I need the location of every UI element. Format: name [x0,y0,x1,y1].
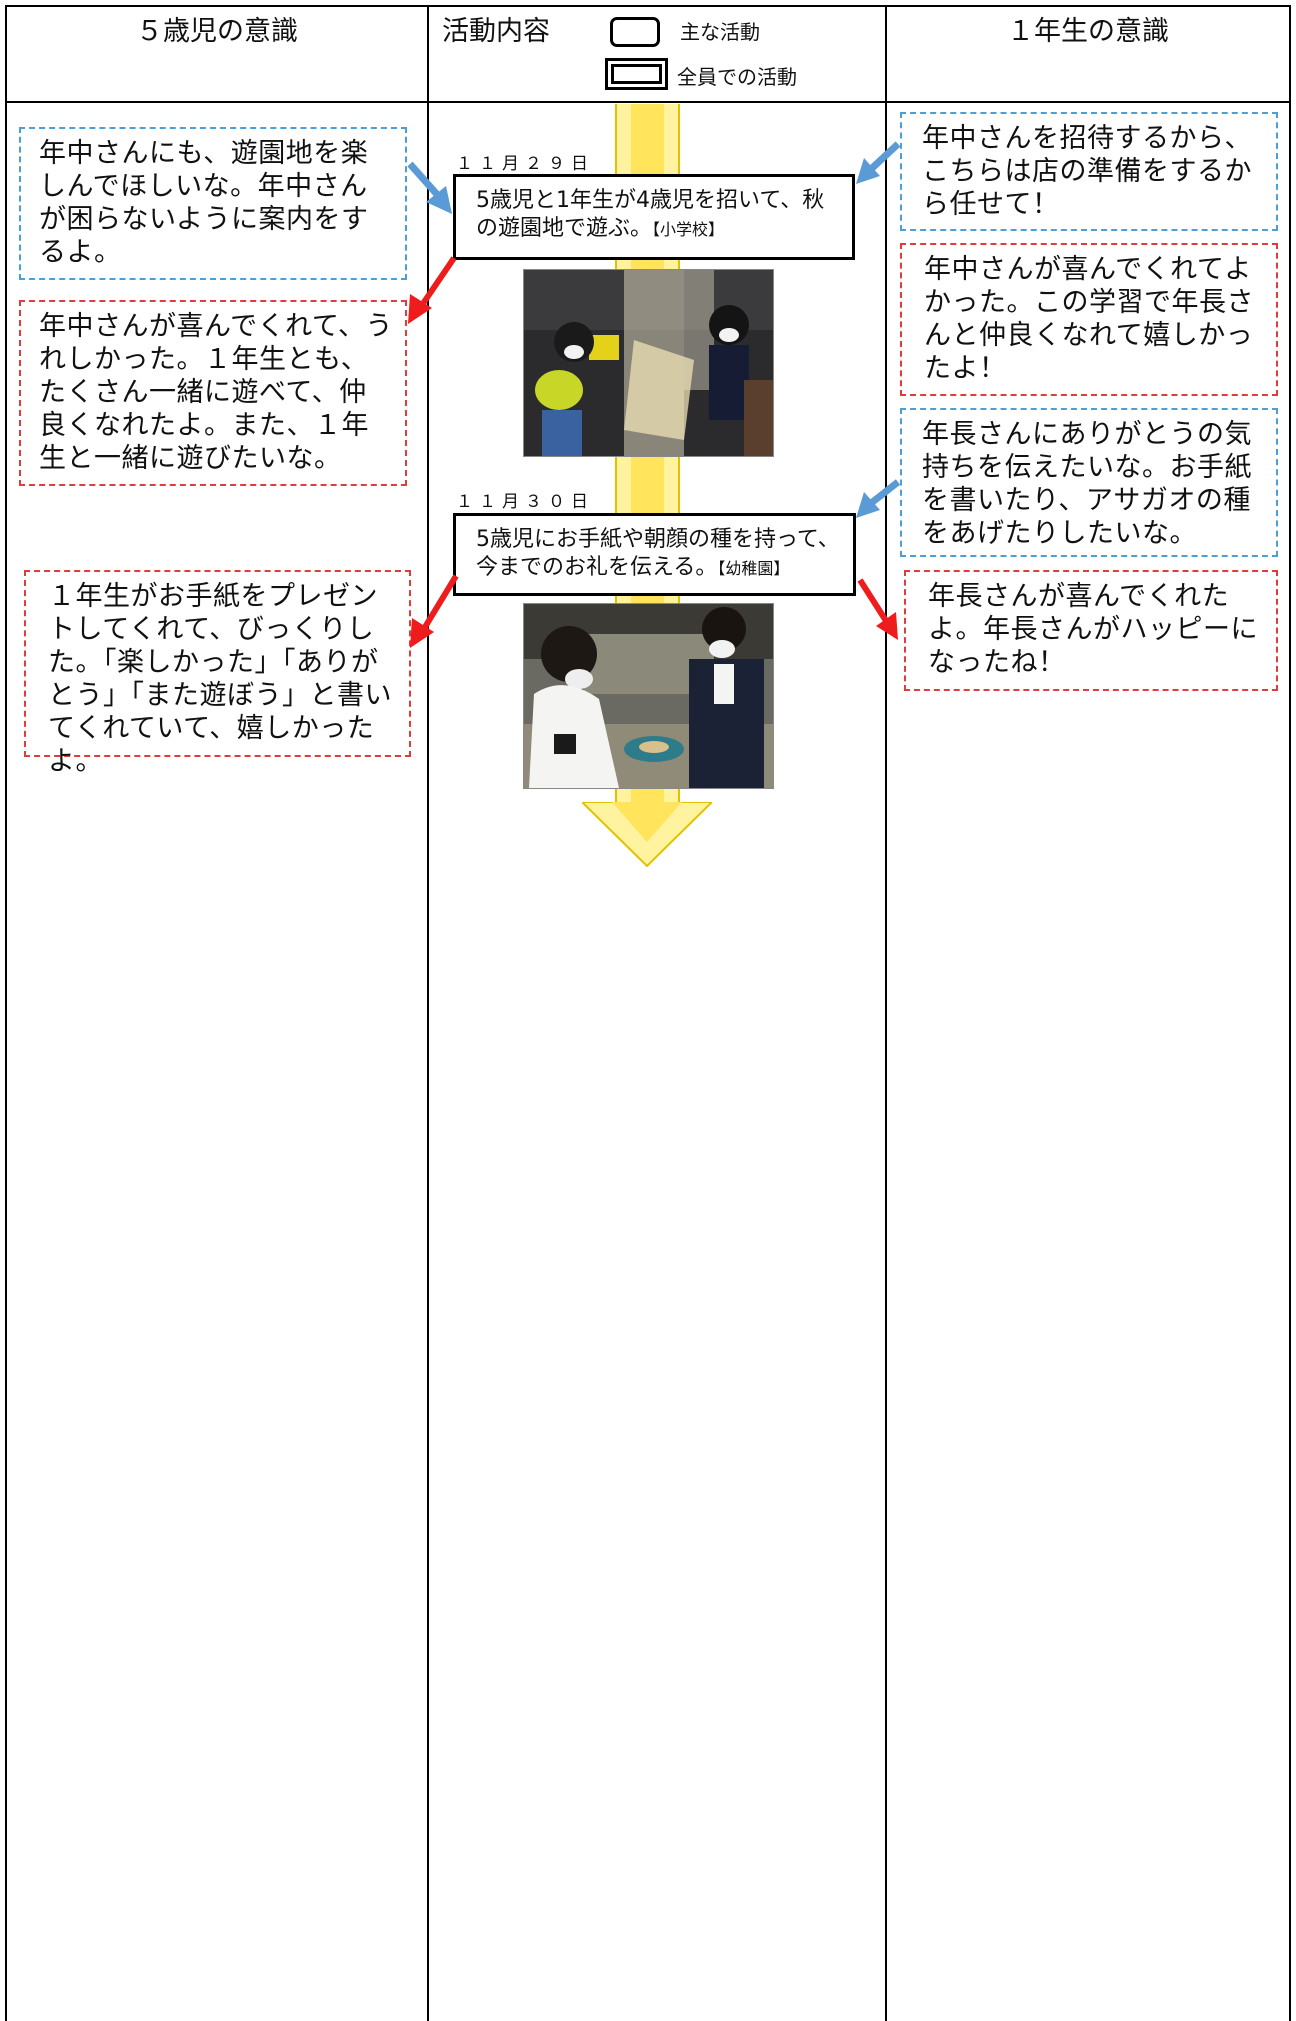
right-reflection-bubble-2: 年長さんが喜んでくれたよ。年長さんがハッピーになったね！ [904,570,1278,691]
center-column-title: 活動内容 [442,16,550,47]
header-divider [5,101,1291,103]
expectation-arrow-icon [407,161,452,214]
table-top-border [5,5,1291,7]
expectation-arrow-icon [856,141,901,184]
activity-date-2: １１月３０日 [456,492,594,512]
left-expectation-bubble-1: 年中さんにも、遊園地を楽しんでほしいな。年中さんが困らないように案内をするよ。 [19,127,407,280]
left-reflection-bubble-2: １年生がお手紙をプレゼントしてくれて、びっくりした。「楽しかった」「ありがとう」… [24,570,411,777]
legend-main-activity-swatch [610,17,660,47]
expectation-arrow-icon [856,479,901,518]
table-right-border [1289,6,1291,2021]
left-column-title: ５歳児の意識 [136,16,298,47]
photo-playground-icon [523,269,774,457]
activity-location-1: 【小学校】 [652,220,725,239]
right-column-title: １年生の意識 [1007,16,1169,47]
activity-box-2: 5歳児にお手紙や朝顔の種を持って、今までのお礼を伝える。【幼稚園】 [453,513,856,596]
right-reflection-bubble-1: 年中さんが喜んでくれてよかった。この学習で年長さんと仲良くなれて嬉しかったよ！ [900,243,1278,396]
activity-box-1: 5歳児と1年生が4歳児を招いて、秋の遊園地で遊ぶ。【小学校】 [453,174,855,260]
legend-all-activity-label: 全員での活動 [677,65,797,89]
right-expectation-bubble-2: 年長さんにありがとうの気持ちを伝えたいな。お手紙を書いたり、アサガオの種をあげた… [900,408,1278,557]
timeline-arrow-head-icon [582,802,712,868]
activity-text-1: 5歳児と1年生が4歳児を招いて、秋の遊園地で遊ぶ。 [476,188,825,241]
column-divider-right [885,6,887,2021]
right-expectation-bubble-1: 年中さんを招待するから、こちらは店の準備をするから任せて！ [900,112,1278,231]
table-left-border [5,6,7,2021]
legend-main-activity-label: 主な活動 [680,20,760,44]
legend-all-activity-swatch [605,58,668,90]
reflection-arrow-icon [857,578,898,640]
column-divider-left [427,6,429,2021]
photo-letter-exchange-icon [523,603,774,789]
reflection-arrow-icon [410,574,459,648]
reflection-arrow-icon [408,256,457,324]
left-reflection-bubble-1: 年中さんが喜んでくれて、うれしかった。１年生とも、たくさん一緒に遊べて、仲良くな… [19,300,407,486]
activity-location-2: 【幼稚園】 [717,559,790,578]
activity-text-2: 5歳児にお手紙や朝顔の種を持って、今までのお礼を伝える。 [476,527,840,580]
activity-date-1: １１月２９日 [456,154,594,174]
